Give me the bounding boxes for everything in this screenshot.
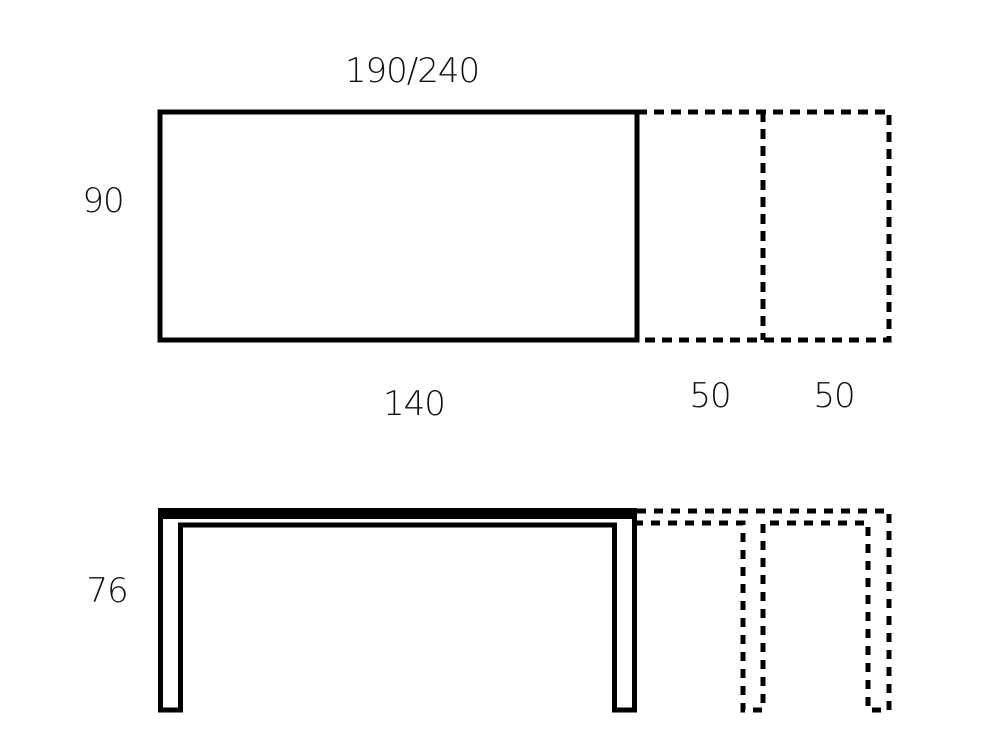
top-view: 190/240 90 140 50 50 bbox=[82, 51, 892, 424]
overall-length-label: 190/240 bbox=[345, 51, 479, 91]
tabletop-slab bbox=[158, 508, 637, 519]
side-view: 76 bbox=[86, 508, 892, 713]
table-top-base bbox=[157, 109, 640, 343]
base-length-label: 140 bbox=[383, 384, 445, 424]
width-label: 90 bbox=[82, 181, 123, 221]
extension-2-label: 50 bbox=[813, 376, 854, 416]
table-frame-legs bbox=[158, 515, 637, 713]
height-label: 76 bbox=[86, 571, 127, 611]
extension-frame-legs bbox=[637, 508, 892, 713]
extension-1-label: 50 bbox=[689, 376, 730, 416]
